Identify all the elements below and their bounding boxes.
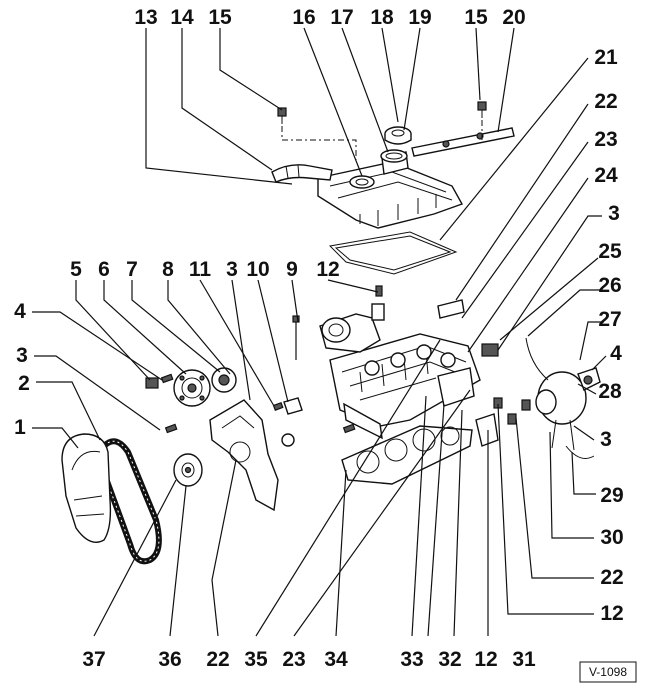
callout-29: 29	[600, 484, 623, 507]
callout-28: 28	[598, 380, 622, 403]
tensioner-roller	[173, 453, 203, 487]
figure-code: V-1098	[579, 661, 637, 683]
bracket-31	[475, 397, 531, 447]
callout-20: 20	[502, 6, 525, 29]
callout-13: 13	[134, 6, 157, 29]
callout-18: 18	[370, 6, 394, 29]
callout-4-right: 4	[610, 342, 622, 365]
callout-23-bottom: 23	[282, 648, 305, 671]
callout-3-right-bottom: 3	[600, 428, 612, 451]
head-gasket	[341, 425, 473, 485]
egr-valve	[319, 303, 385, 353]
callout-24: 24	[594, 164, 618, 187]
cylinder-head-cover	[317, 161, 464, 229]
callout-30: 30	[600, 526, 623, 549]
callout-22-bottom: 22	[206, 648, 229, 671]
callout-27: 27	[598, 308, 621, 331]
callout-31: 31	[512, 648, 536, 671]
callout-9: 9	[286, 258, 298, 281]
pump-pulley	[211, 367, 237, 393]
callout-3-mid: 3	[226, 258, 238, 281]
figure-code-text: V-1098	[589, 665, 627, 679]
leader-lines	[32, 27, 607, 637]
crankcase-breather-hose	[271, 164, 333, 183]
camshaft-sprocket	[173, 369, 211, 407]
callout-22-right-bottom: 22	[600, 566, 623, 589]
callout-33: 33	[400, 648, 423, 671]
callout-14: 14	[170, 6, 194, 29]
callout-32: 32	[438, 648, 461, 671]
callout-11: 11	[189, 258, 212, 281]
oil-filler-cap	[384, 126, 412, 145]
callout-17: 17	[330, 6, 353, 29]
callout-3-right-top: 3	[608, 202, 620, 225]
callout-2: 2	[18, 372, 30, 395]
callout-12-right: 12	[600, 602, 623, 625]
callout-6: 6	[98, 258, 110, 281]
callout-7: 7	[126, 258, 138, 281]
callout-25: 25	[598, 240, 622, 263]
oil-filler-neck	[380, 149, 409, 175]
cylinder-head	[329, 333, 481, 440]
callout-4-left: 4	[14, 300, 26, 323]
callout-37: 37	[82, 648, 105, 671]
bolt-5	[145, 377, 159, 389]
callout-12-bottom: 12	[474, 648, 497, 671]
callout-10: 10	[246, 258, 269, 281]
front-timing-cover	[61, 433, 112, 543]
callout-36: 36	[158, 648, 181, 671]
callout-1: 1	[14, 416, 26, 439]
callout-12-mid: 12	[316, 258, 339, 281]
callout-19: 19	[408, 6, 431, 29]
cover-gasket	[328, 231, 458, 275]
belt-teeth	[99, 440, 160, 562]
callout-15-top-left: 15	[208, 6, 232, 29]
callout-21: 21	[594, 46, 618, 69]
sensor-10	[281, 397, 303, 447]
cover-screws	[277, 101, 487, 124]
callout-23-right: 23	[594, 128, 617, 151]
callout-3-left: 3	[16, 344, 28, 367]
callout-35: 35	[244, 648, 268, 671]
vacuum-pump	[525, 337, 601, 459]
assembly-line-a	[281, 126, 357, 160]
callout-15-top-right: 15	[464, 6, 488, 29]
callout-22-right-top: 22	[594, 90, 617, 113]
callout-5: 5	[70, 258, 82, 281]
callout-34: 34	[324, 648, 348, 671]
callout-16: 16	[292, 6, 315, 29]
cover-strip	[411, 127, 515, 157]
studs	[160, 373, 356, 434]
rear-timing-cover	[209, 399, 279, 512]
callout-8: 8	[162, 258, 174, 281]
head-side-bolts	[292, 285, 499, 360]
callout-26: 26	[598, 274, 621, 297]
